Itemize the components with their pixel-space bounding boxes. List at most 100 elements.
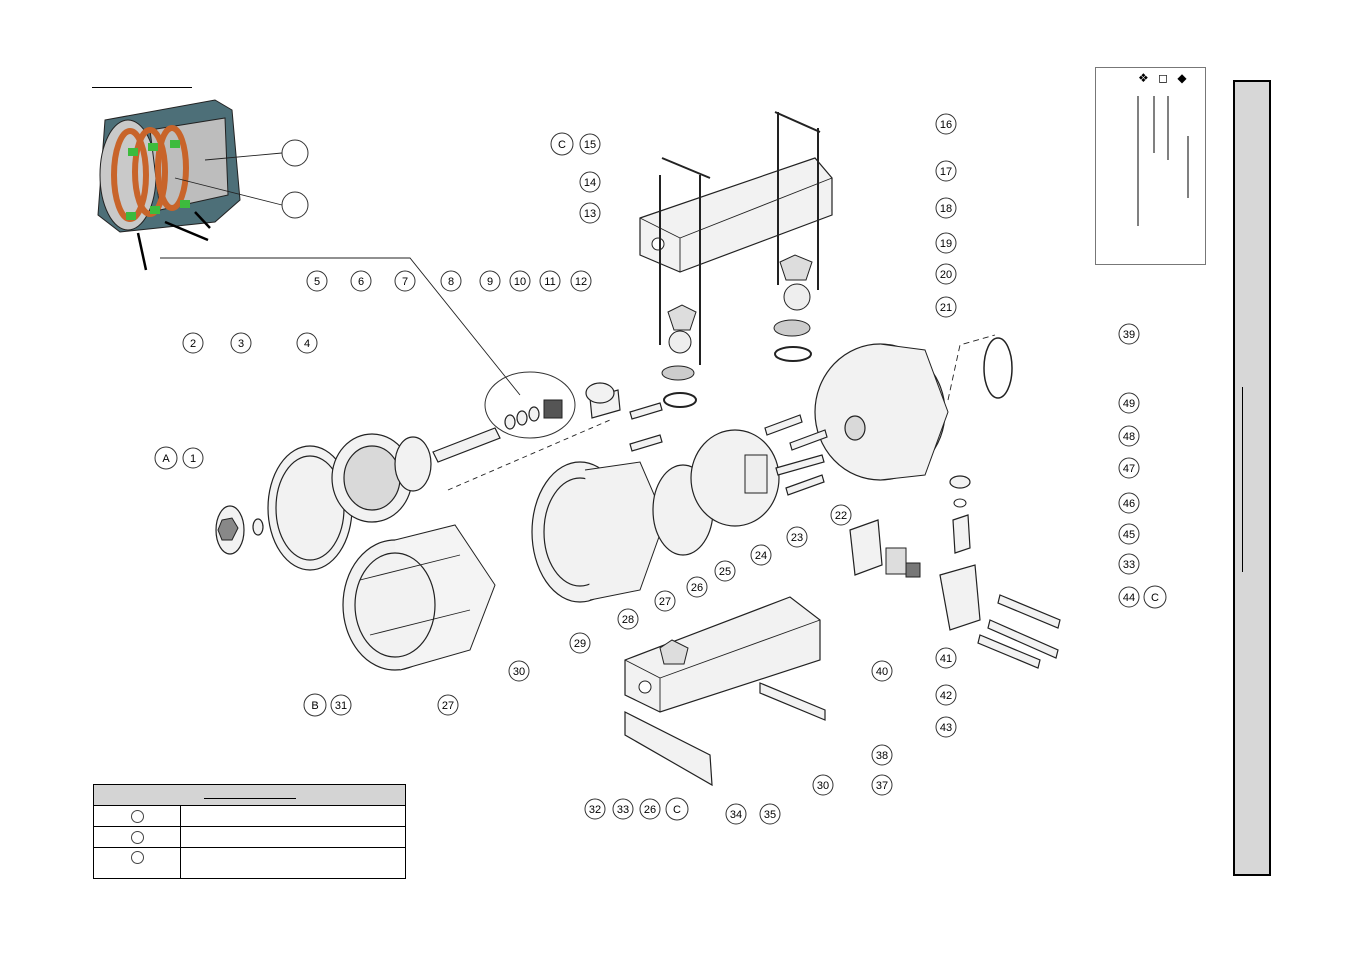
part-number-callout-circle <box>306 270 328 292</box>
part-number-callout: 34 <box>725 803 747 825</box>
part-number-callout-circle <box>1118 457 1140 479</box>
center-housings <box>531 334 996 603</box>
title-rule <box>92 87 192 88</box>
part-number-callout: 44 <box>1118 586 1140 608</box>
part-number-callout-text: 28 <box>622 614 634 626</box>
part-number-callout-circle <box>725 803 747 825</box>
part-number-callout-text: 15 <box>584 139 596 151</box>
part-number-callout: 41 <box>935 647 957 669</box>
part-number-callout: 13 <box>579 202 601 224</box>
diaphragm-stack <box>215 433 432 571</box>
part-number-callout: 27 <box>437 694 459 716</box>
part-number-callout-text: 23 <box>791 532 803 544</box>
part-number-callout-circle <box>437 694 459 716</box>
part-number-callout: 37 <box>871 774 893 796</box>
part-number-callout-text: 40 <box>876 666 888 678</box>
part-number-callout: 1 <box>182 447 204 469</box>
part-number-callout-circle <box>579 171 601 193</box>
part-number-callout-text: 30 <box>513 666 525 678</box>
legend-header <box>93 784 406 806</box>
part-number-callout-circle <box>1118 425 1140 447</box>
part-number-callout: 4 <box>296 332 318 354</box>
symbol-key-box: ❖ ◻ ◆ <box>1095 67 1206 265</box>
part-number-callout: 33 <box>612 798 634 820</box>
part-number-callout: 45 <box>1118 523 1140 545</box>
part-number-callout-text: 16 <box>940 119 952 131</box>
bottom-manifold <box>624 596 826 787</box>
part-number-callout: 22 <box>830 504 852 526</box>
part-number-callout-circle <box>584 798 606 820</box>
part-number-callout-text: 6 <box>358 276 364 288</box>
letter-callout-circle <box>154 446 178 470</box>
part-number-callout: 47 <box>1118 457 1140 479</box>
part-number-callout-circle <box>1118 553 1140 575</box>
part-number-callout-circle <box>871 774 893 796</box>
part-number-callout-circle <box>579 133 601 155</box>
part-number-callout-circle <box>654 590 676 612</box>
part-number-callout: 40 <box>871 660 893 682</box>
part-number-callout-circle <box>935 160 957 182</box>
part-number-callout-circle <box>714 560 736 582</box>
part-number-callout-circle <box>935 113 957 135</box>
part-number-callout-circle <box>830 504 852 526</box>
part-number-callout-text: 7 <box>402 276 408 288</box>
part-number-callout: 14 <box>579 171 601 193</box>
part-number-callout-circle <box>570 270 592 292</box>
part-number-callout-text: 3 <box>238 338 244 350</box>
part-number-callout-circle <box>750 544 772 566</box>
letter-callout-text: B <box>311 700 318 712</box>
part-number-callout-circle <box>1118 586 1140 608</box>
part-number-callout-circle <box>1118 492 1140 514</box>
part-number-callout-text: 12 <box>575 276 587 288</box>
letter-callout: A <box>154 446 178 470</box>
part-number-callout: 2 <box>182 332 204 354</box>
part-number-callout-text: 35 <box>764 809 776 821</box>
part-number-callout: 49 <box>1118 392 1140 414</box>
part-number-callout: 24 <box>750 544 772 566</box>
part-number-callout-text: 34 <box>730 809 742 821</box>
letter-callout-circle <box>303 693 327 717</box>
part-number-callout-text: 41 <box>940 653 952 665</box>
part-number-callout-text: 46 <box>1123 498 1135 510</box>
legend-row <box>93 805 406 827</box>
shaft-and-seals <box>432 371 621 491</box>
letter-callout-circle <box>550 132 574 156</box>
part-number-callout-circle <box>479 270 501 292</box>
part-number-callout-circle <box>617 608 639 630</box>
part-number-callout-text: 10 <box>514 276 526 288</box>
part-number-callout-circle <box>935 684 957 706</box>
part-number-callout-text: 13 <box>584 208 596 220</box>
part-number-callout: 5 <box>306 270 328 292</box>
part-number-callout-text: 17 <box>940 166 952 178</box>
part-number-callout: 35 <box>759 803 781 825</box>
letter-callout-text: C <box>673 804 681 816</box>
part-number-callout: 9 <box>479 270 501 292</box>
part-number-callout: 23 <box>786 526 808 548</box>
part-number-callout-text: 38 <box>876 750 888 762</box>
check-valves <box>661 254 813 408</box>
part-number-callout-text: 21 <box>940 302 952 314</box>
part-number-callout: 48 <box>1118 425 1140 447</box>
legend-row <box>93 826 406 848</box>
part-number-callout-circle <box>935 647 957 669</box>
part-number-callout: 7 <box>394 270 416 292</box>
part-number-callout: 33 <box>1118 553 1140 575</box>
letter-callout: C <box>1143 585 1167 609</box>
part-number-callout-circle <box>182 332 204 354</box>
part-number-callout-text: 9 <box>487 276 493 288</box>
part-number-callout-circle <box>230 332 252 354</box>
part-number-callout-text: 4 <box>304 338 310 350</box>
part-number-callout: 27 <box>654 590 676 612</box>
part-number-callout-circle <box>759 803 781 825</box>
letter-callout-text: C <box>1151 592 1159 604</box>
part-number-callout-text: 30 <box>817 780 829 792</box>
part-number-callout-text: 2 <box>190 338 196 350</box>
part-number-callout-circle <box>812 774 834 796</box>
letter-callout-circle <box>1143 585 1167 609</box>
part-number-callout-circle <box>935 716 957 738</box>
part-number-callout-circle <box>350 270 372 292</box>
part-number-callout-text: 31 <box>335 700 347 712</box>
part-number-callout: 19 <box>935 232 957 254</box>
